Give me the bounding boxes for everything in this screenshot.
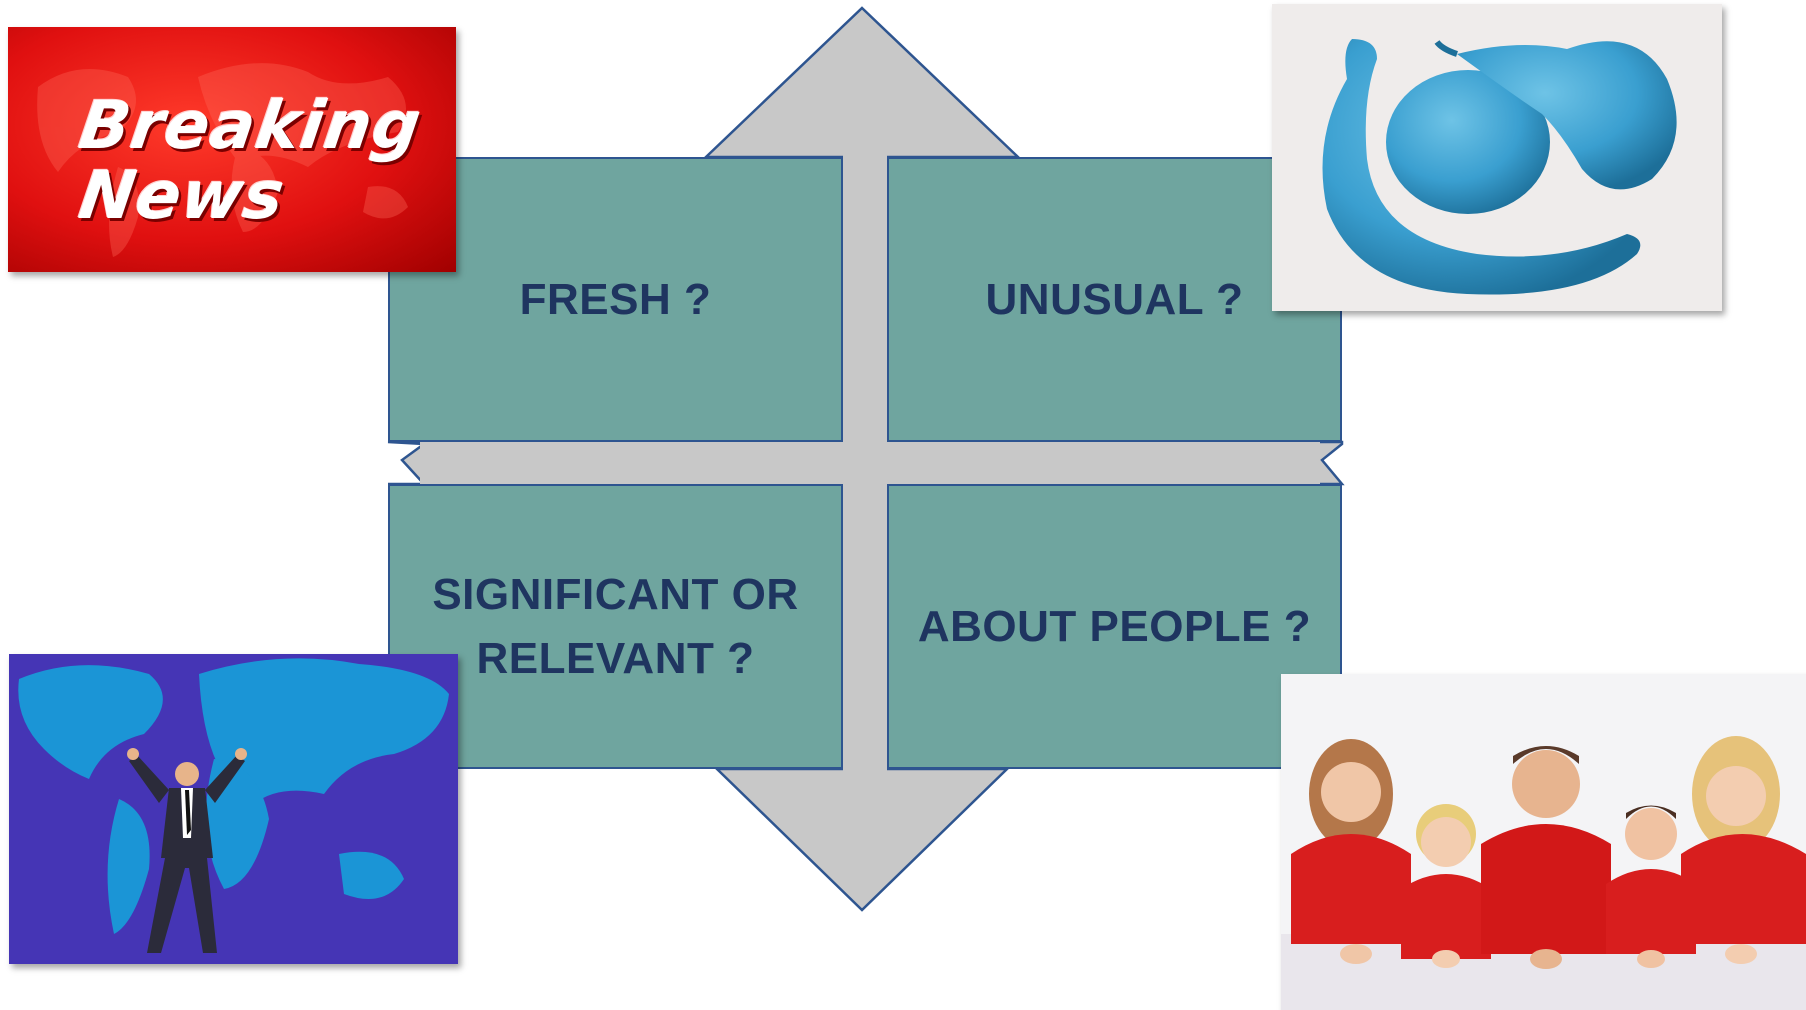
- family-photo-image: [1281, 674, 1806, 1010]
- businessman-figure: [127, 748, 247, 953]
- blue-fruit-illustration: [1322, 39, 1677, 295]
- world-map-businessman-illustration: [18, 658, 449, 953]
- quadrant-unusual: UNUSUAL ?: [887, 157, 1342, 442]
- family-illustration: [1281, 736, 1806, 1010]
- quadrant-significant-label: SIGNIFICANT OR RELEVANT ?: [432, 563, 798, 691]
- quadrant-significant-line1: SIGNIFICANT OR: [432, 569, 799, 619]
- horizontal-bar: [420, 442, 1320, 484]
- quadrant-significant-line2: RELEVANT ?: [476, 633, 755, 683]
- quadrant-unusual-label: UNUSUAL ?: [985, 274, 1244, 324]
- world-map-faint: [37, 63, 408, 257]
- family-members: [1291, 736, 1806, 969]
- quadrant-people-label: ABOUT PEOPLE ?: [917, 601, 1312, 651]
- quadrant-people: ABOUT PEOPLE ?: [887, 484, 1342, 769]
- quadrant-significant: SIGNIFICANT OR RELEVANT ?: [388, 484, 843, 769]
- world-map-businessman-image: [9, 654, 458, 964]
- breaking-news-line2: News: [74, 157, 290, 234]
- breaking-news-line1: Breaking: [74, 87, 427, 164]
- quadrant-fresh-label: FRESH ?: [519, 274, 712, 324]
- quadrant-fresh: FRESH ?: [388, 157, 843, 442]
- blue-fruit-image: [1272, 4, 1722, 311]
- breaking-news-image: Breaking News: [8, 27, 456, 272]
